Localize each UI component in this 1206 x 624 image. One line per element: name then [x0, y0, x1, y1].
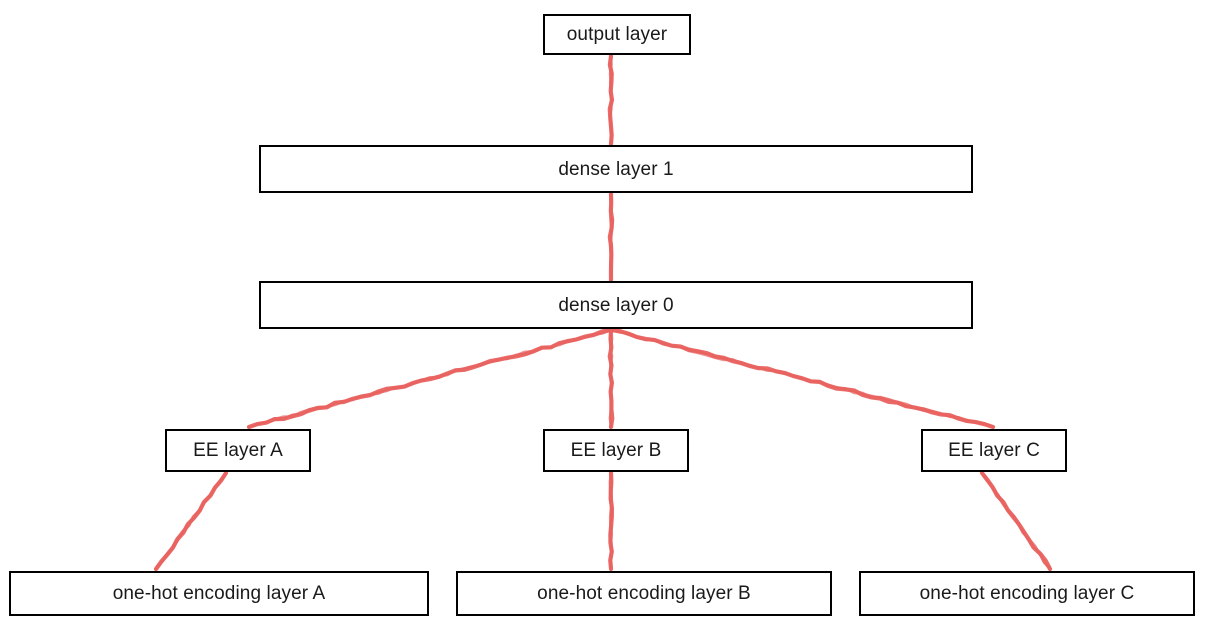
edge-onehot-b-to-ee-b [608, 470, 615, 572]
node-dense-layer-0-label: dense layer 0 [558, 294, 674, 316]
edge-onehot-a-to-ee-a [153, 470, 229, 572]
node-dense-layer-1-label: dense layer 1 [558, 158, 674, 180]
node-output-layer[interactable]: output layer [543, 14, 691, 55]
node-one-hot-encoding-layer-c-label: one-hot encoding layer C [919, 583, 1135, 604]
node-one-hot-encoding-layer-c[interactable]: one-hot encoding layer C [859, 571, 1195, 616]
node-one-hot-encoding-layer-b-label: one-hot encoding layer B [537, 583, 751, 604]
node-dense-layer-0[interactable]: dense layer 0 [259, 281, 973, 329]
edge-ee-c-to-dense0 [608, 327, 996, 430]
node-ee-layer-c-label: EE layer C [948, 440, 1040, 461]
node-one-hot-encoding-layer-a[interactable]: one-hot encoding layer A [9, 571, 429, 616]
edge-dense1-to-output [607, 53, 615, 147]
edge-onehot-c-to-ee-c [979, 470, 1053, 572]
node-one-hot-encoding-layer-b[interactable]: one-hot encoding layer B [456, 571, 832, 616]
node-ee-layer-a-label: EE layer A [193, 440, 283, 461]
node-ee-layer-a[interactable]: EE layer A [165, 429, 311, 472]
edge-ee-a-to-dense0 [246, 327, 614, 430]
node-output-layer-label: output layer [566, 24, 668, 45]
edge-dense0-to-dense1 [607, 191, 615, 283]
node-one-hot-encoding-layer-a-label: one-hot encoding layer A [112, 583, 326, 604]
node-ee-layer-c[interactable]: EE layer C [921, 429, 1067, 472]
edge-ee-b-to-dense0 [607, 327, 615, 430]
node-ee-layer-b-label: EE layer B [570, 440, 662, 461]
node-ee-layer-b[interactable]: EE layer B [543, 429, 689, 472]
node-dense-layer-1[interactable]: dense layer 1 [259, 145, 973, 193]
